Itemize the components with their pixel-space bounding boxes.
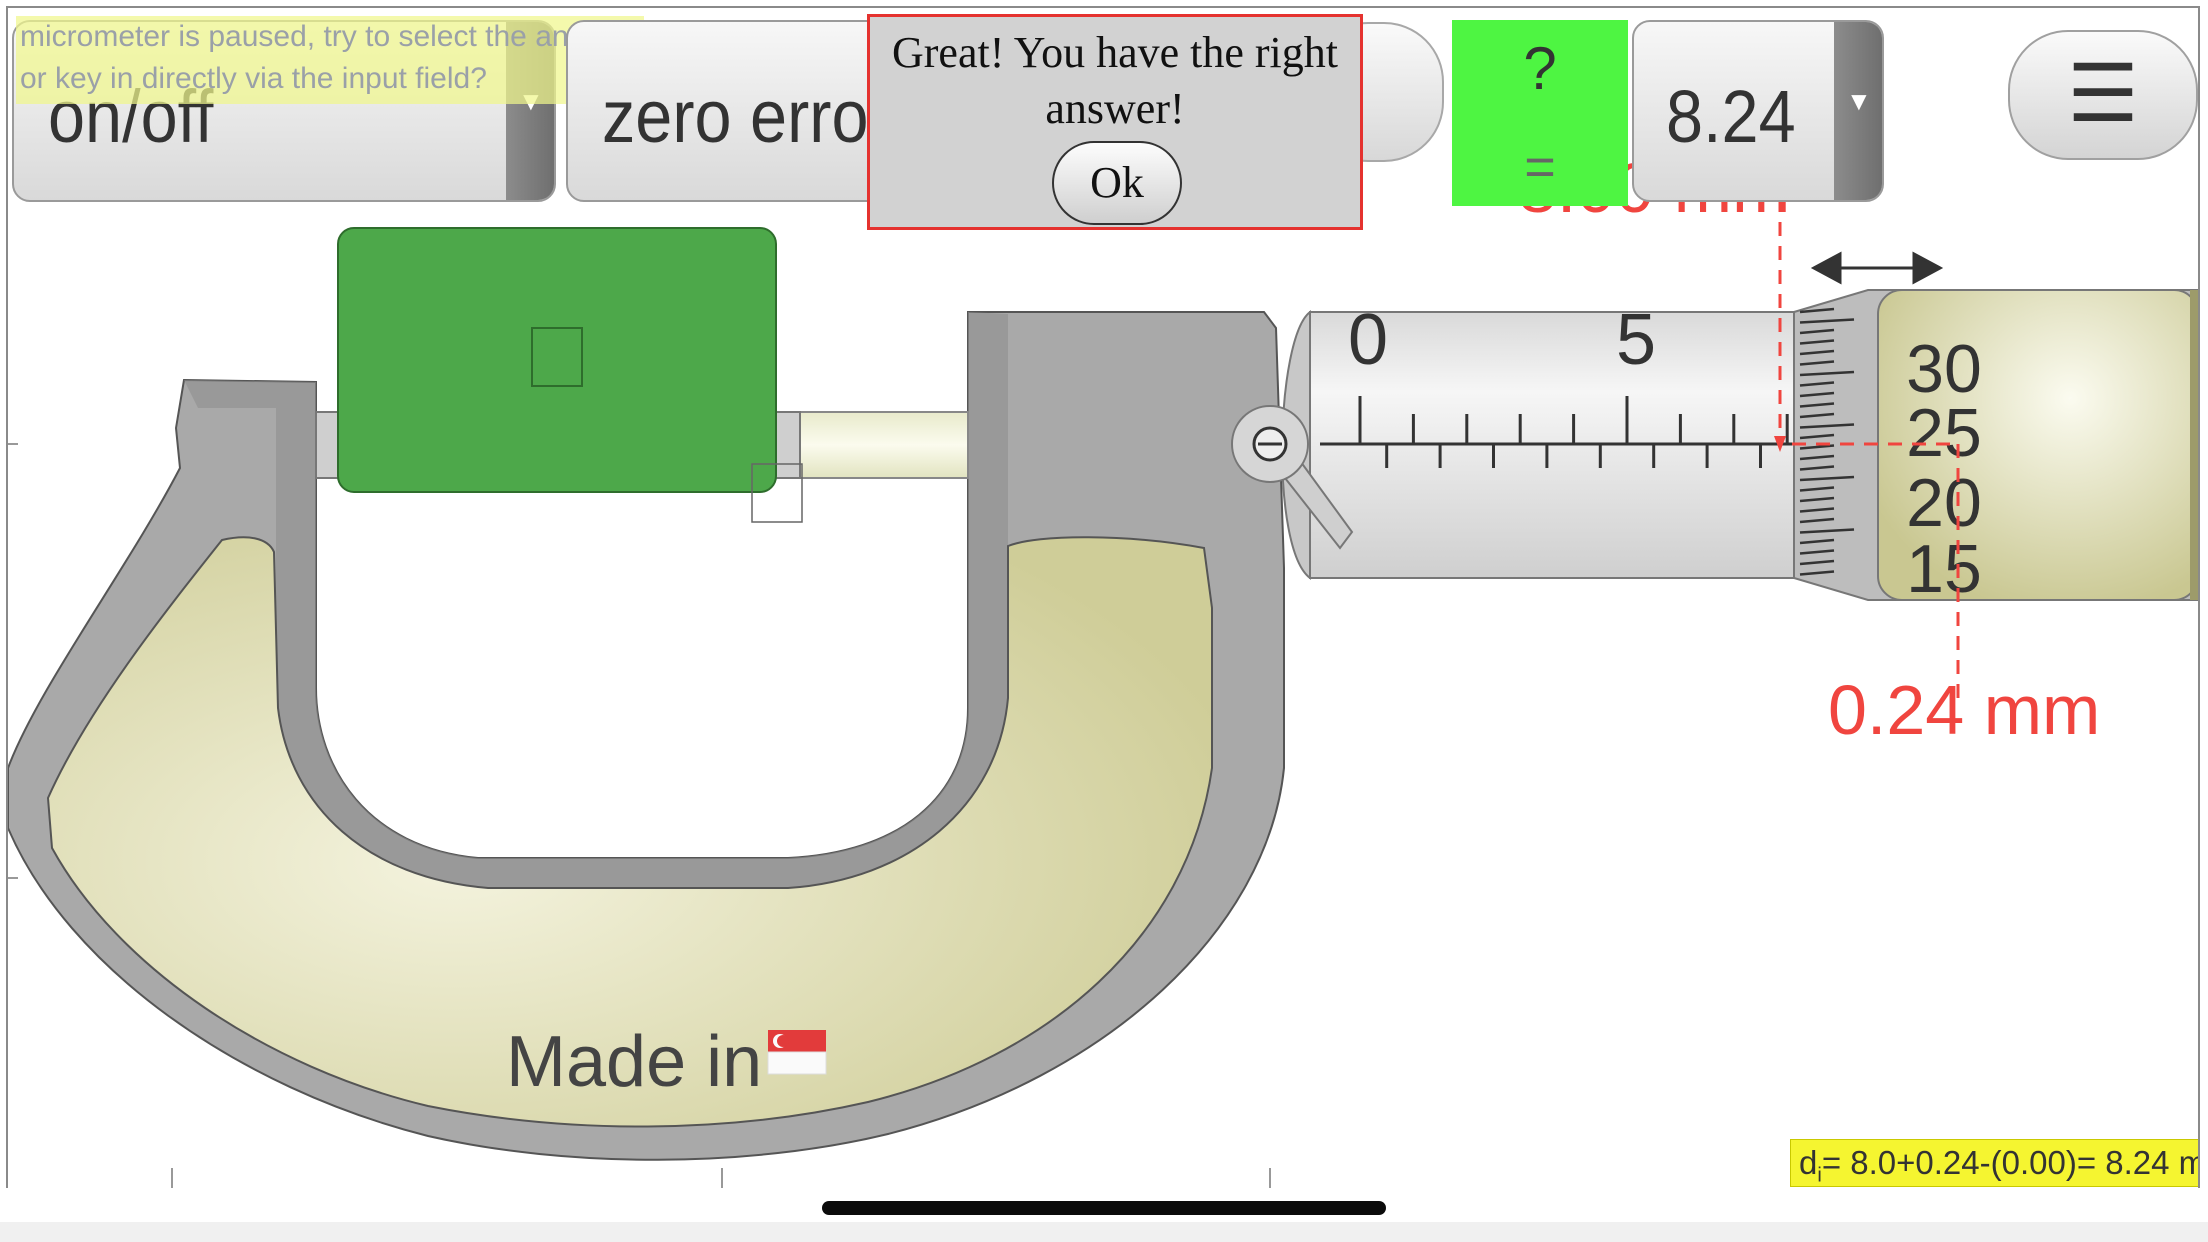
thimble-tick — [1799, 486, 1835, 492]
thimble-tick — [1799, 402, 1835, 408]
thimble-tick — [1799, 381, 1835, 387]
thimble-tick — [1799, 360, 1835, 366]
sleeve-scale — [1320, 396, 1798, 468]
chevron-down-icon: ▼ — [1834, 22, 1882, 200]
spindle — [771, 411, 969, 479]
thimble-tick — [1799, 528, 1855, 534]
object-handle[interactable] — [531, 327, 583, 387]
lock-knob-icon[interactable] — [1231, 405, 1354, 550]
object-corner-handle[interactable] — [751, 463, 803, 523]
answer-feedback-dialog: Great! You have the right answer! Ok — [867, 14, 1363, 230]
answer-dropdown[interactable]: 8.24 ▼ — [1632, 20, 1884, 202]
thimble-label-30: 30 — [1906, 331, 1982, 407]
zero-error-dropdown-label: zero error — [602, 75, 891, 158]
sleeve-label-0: 0 — [1348, 300, 1388, 380]
answer-dropdown-value: 8.24 — [1666, 75, 1796, 158]
thimble-tick — [1799, 559, 1835, 566]
thimble-tick — [1799, 465, 1835, 471]
sleeve-label-5: 5 — [1616, 300, 1656, 380]
thimble-tick — [1799, 570, 1835, 576]
formula-rhs: = 8.0+0.24-(0.00)= 8.24 mm — [1821, 1144, 2200, 1181]
hint-line-1: micrometer is paused, try to select the … — [20, 20, 639, 53]
question-mark: ? — [1523, 35, 1557, 102]
feedback-line-2: answer! — [1045, 84, 1185, 133]
thimble-tick — [1799, 444, 1835, 450]
formula-readout: di= 8.0+0.24-(0.00)= 8.24 mm — [1790, 1139, 2200, 1187]
menu-glyph: ☰ — [2067, 49, 2139, 138]
thimble-scale — [1799, 307, 1855, 576]
thimble-tick — [1799, 454, 1835, 461]
frame-ticks — [8, 443, 1271, 1188]
bottom-strip — [0, 1222, 2208, 1242]
thimble-tick — [1799, 517, 1835, 524]
hamburger-menu-icon[interactable]: ☰ — [2008, 30, 2198, 160]
formula-lhs: d — [1799, 1144, 1818, 1181]
ok-button[interactable]: Ok — [1052, 141, 1182, 225]
thimble-label-25: 25 — [1906, 395, 1982, 471]
thimble-reading: 0.24 mm — [1828, 671, 2100, 749]
thimble-tick — [1799, 391, 1835, 398]
frame-inlay — [46, 536, 1213, 1128]
thimble-tick — [1799, 475, 1855, 482]
thimble-tick — [1799, 328, 1835, 335]
thimble-tick — [1799, 412, 1835, 419]
drag-arrow-icon[interactable] — [1810, 251, 1944, 285]
feedback-message: Great! You have the right answer! — [870, 17, 1360, 137]
thimble-tick — [1799, 423, 1855, 429]
thimble-tick — [1799, 339, 1835, 345]
equals-sign: = — [1524, 137, 1556, 197]
home-indicator[interactable] — [822, 1201, 1386, 1215]
thimble-tick — [1799, 549, 1835, 555]
thimble-tick — [1799, 496, 1835, 503]
brand-text: Made in — [506, 1022, 762, 1102]
formula-subscript: i — [1817, 1164, 1822, 1187]
measured-object[interactable] — [337, 227, 777, 493]
simulation-frame: 0 5 30 25 20 15 8.00 mm 0.24 mm Made in — [6, 6, 2200, 1188]
thimble-tick — [1799, 318, 1855, 324]
thimble-tick — [1799, 370, 1855, 377]
thimble-label-20: 20 — [1906, 465, 1982, 541]
feedback-line-1: Great! You have the right — [891, 28, 1338, 77]
thimble-tick — [1799, 433, 1835, 440]
hint-banner: micrometer is paused, try to select the … — [16, 16, 644, 104]
zero-error-dropdown[interactable]: zero error — [566, 20, 906, 202]
thimble-tick — [1799, 507, 1835, 513]
thimble-label-15: 15 — [1906, 531, 1982, 607]
singapore-flag-icon — [767, 1030, 827, 1075]
check-answer-button[interactable]: ? = — [1452, 20, 1628, 206]
reading-guides — [1778, 198, 1960, 698]
thimble-tick — [1799, 307, 1835, 314]
thimble[interactable] — [1793, 289, 2198, 601]
thimble-tick — [1799, 349, 1835, 356]
thimble-tick — [1799, 538, 1835, 545]
hint-line-2: or key in directly via the input field? — [20, 62, 487, 95]
